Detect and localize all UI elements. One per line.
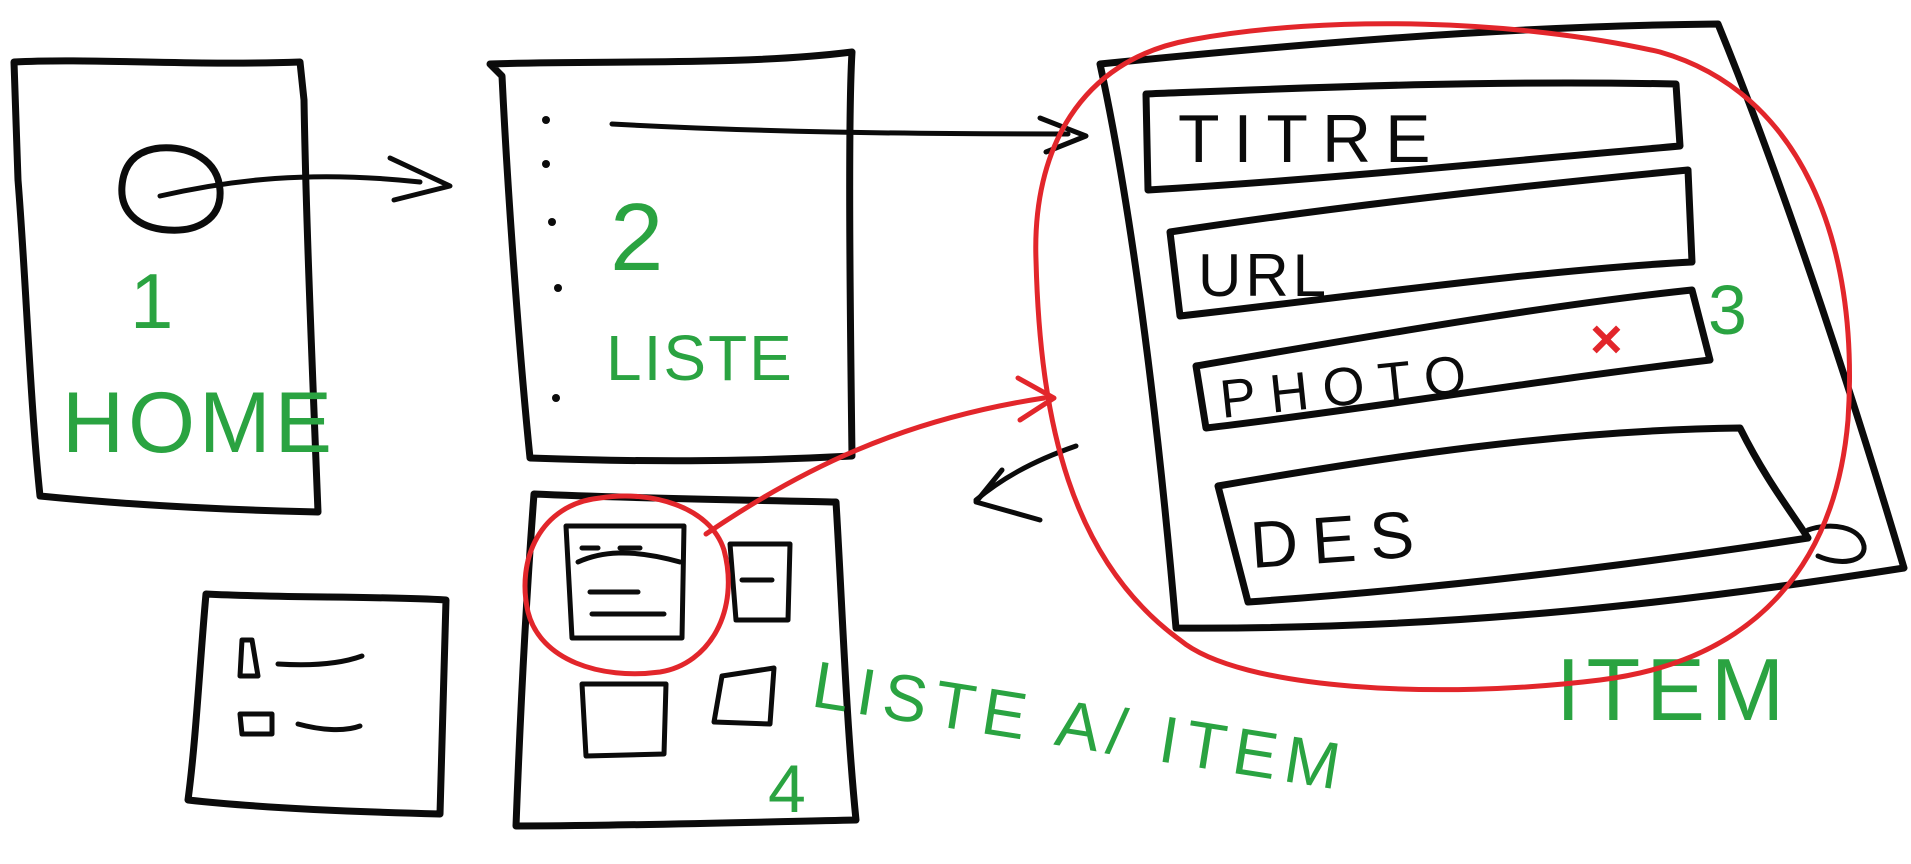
arrow-selection-to-item — [703, 395, 1047, 537]
grid-card-selected[interactable] — [563, 523, 687, 641]
list-bullet — [552, 394, 560, 402]
grid-screen: 4 — [512, 490, 860, 830]
small-list-icon — [237, 711, 275, 737]
list-bullet — [542, 160, 550, 168]
grid-step-number: 4 — [768, 751, 806, 827]
photo-remove-icon[interactable]: × — [1590, 307, 1623, 370]
small-list-icon — [237, 637, 261, 679]
home-step-number: 1 — [130, 257, 173, 345]
liste-step-number: 2 — [610, 184, 663, 291]
list-item-line[interactable] — [609, 121, 1071, 137]
description-field-label: DES — [1248, 496, 1430, 582]
liste-frame — [486, 48, 856, 465]
home-frame — [10, 57, 322, 516]
grid-card[interactable] — [711, 665, 777, 727]
small-list-line — [275, 653, 365, 668]
grid-frame — [512, 490, 860, 830]
arrow-home-to-liste — [157, 155, 453, 203]
item-screen: TITRE URL PHOTO × DES 3 ITEM — [1096, 20, 1908, 739]
small-list-frame — [184, 590, 450, 818]
item-label: ITEM — [1556, 640, 1790, 739]
photo-field[interactable] — [1192, 286, 1714, 432]
titre-field-label: TITRE — [1178, 101, 1444, 177]
list-bullet — [548, 218, 556, 226]
item-highlight-circle — [1033, 21, 1852, 693]
url-field[interactable] — [1166, 166, 1696, 320]
list-bullet — [542, 116, 550, 124]
list-bullet — [554, 284, 562, 292]
small-list-line — [295, 721, 363, 733]
home-screen: 1 HOME — [10, 57, 336, 516]
grid-card[interactable] — [727, 541, 793, 623]
item-step-number: 3 — [1708, 271, 1747, 349]
grid-card[interactable] — [579, 681, 669, 759]
liste-label: LISTE — [606, 322, 794, 394]
home-button-circle[interactable] — [118, 144, 224, 234]
grid-label: LISTE A/ ITEM — [808, 647, 1353, 805]
liste-screen: 2 LISTE — [486, 48, 1089, 465]
selection-highlight-circle — [522, 493, 731, 677]
home-label: HOME — [62, 375, 336, 471]
description-field[interactable] — [1214, 424, 1812, 606]
small-list-screen — [184, 590, 450, 818]
url-field-label: URL — [1198, 242, 1330, 309]
description-resize-handle[interactable] — [1805, 523, 1867, 564]
titre-field[interactable] — [1142, 79, 1684, 194]
